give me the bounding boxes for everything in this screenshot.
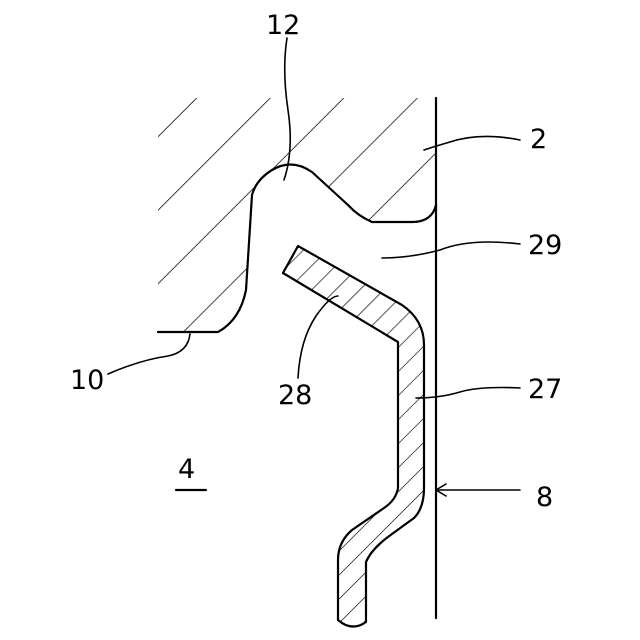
label-seal-lip: 12: [266, 10, 300, 41]
label-surface-8: 8: [536, 482, 553, 513]
label-housing: 2: [530, 124, 547, 155]
label-insert-28: 28: [278, 380, 312, 411]
label-insert-27: 27: [528, 374, 562, 405]
label-housing-edge: 10: [70, 365, 104, 396]
label-gap-space: 29: [528, 230, 562, 261]
housing-part: [150, 90, 445, 340]
seal-insert: [283, 246, 424, 627]
label-assembly: 4: [178, 454, 195, 485]
